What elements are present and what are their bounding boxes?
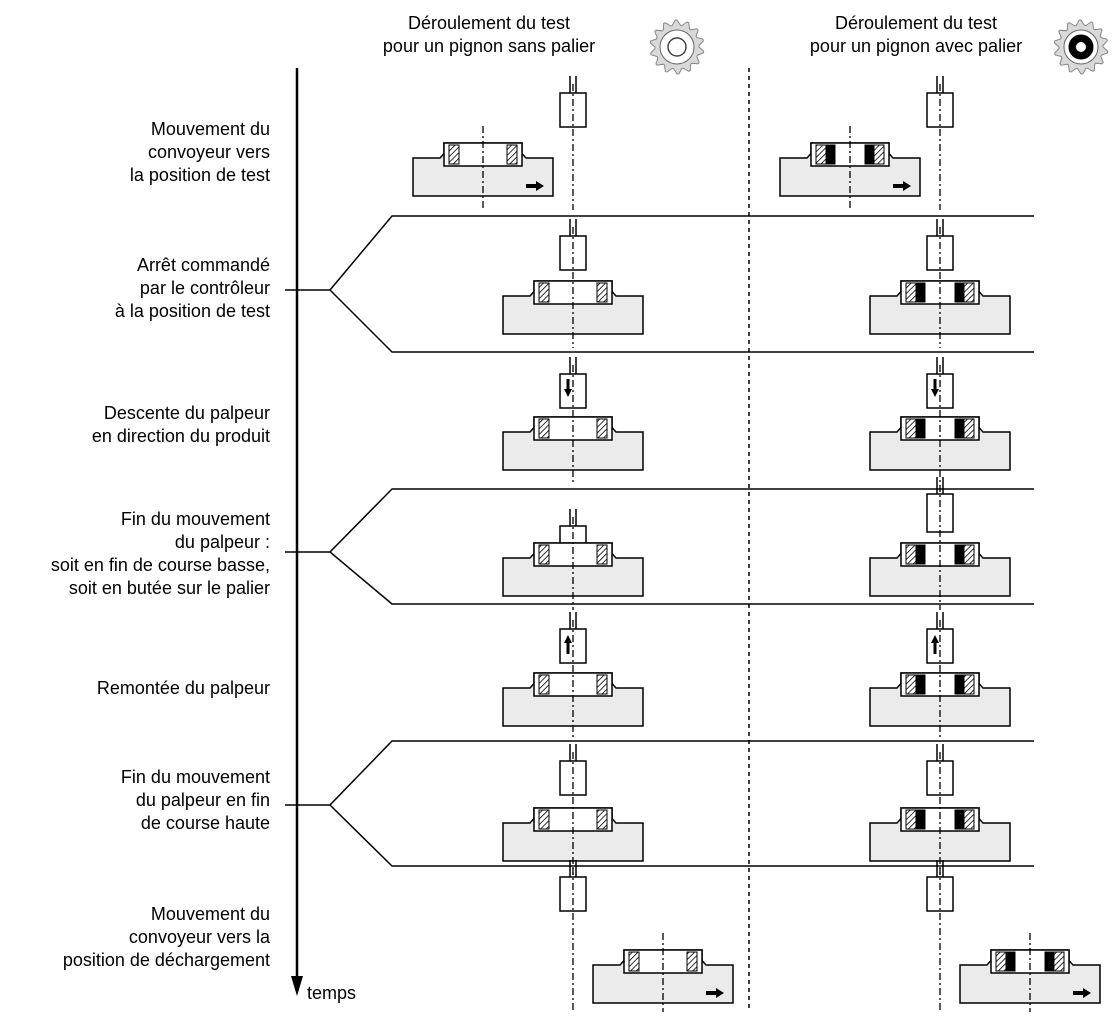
scene-endstop-without-bearing <box>502 509 644 610</box>
gear-bore <box>667 37 687 57</box>
conveyor-motion-arrow-icon <box>1073 988 1091 998</box>
conveyor <box>502 280 644 335</box>
gear-teeth-hatch <box>815 144 827 165</box>
scene-arrive-with-bearing <box>779 76 954 210</box>
gear-teeth-hatch <box>596 674 608 695</box>
bearing-section <box>864 144 875 165</box>
conveyor <box>869 672 1011 727</box>
bearing-section <box>915 544 926 565</box>
gear-teeth-hatch <box>448 144 460 165</box>
scene-endstop-with-bearing <box>869 477 1011 610</box>
gear-teeth-hatch <box>596 418 608 439</box>
column-title-without-bearing: Déroulement du test pour un pignon sans … <box>382 13 596 56</box>
scene-top-with-bearing <box>869 744 1011 875</box>
gear-teeth-hatch <box>963 809 975 830</box>
conveyor-motion-arrow-icon <box>526 181 544 191</box>
gear-teeth-hatch <box>963 544 975 565</box>
time-axis <box>291 68 303 996</box>
gear-hollow-icon <box>649 19 705 75</box>
scene-top-without-bearing <box>502 744 644 875</box>
column-title-with-bearing: Déroulement du test pour un pignon avec … <box>809 13 1023 56</box>
probe-arrow-up-icon <box>564 635 572 643</box>
scene-arrive-without-bearing <box>412 76 587 210</box>
gear-teeth-hatch <box>538 282 550 303</box>
probe-arrow-down-icon <box>931 389 939 397</box>
time-axis-arrowhead <box>291 976 303 996</box>
conveyor-motion-arrow-icon <box>893 181 911 191</box>
gear-bore <box>1075 41 1087 53</box>
bearing-section <box>915 418 926 439</box>
bearing-section <box>915 809 926 830</box>
gear-teeth-hatch <box>596 809 608 830</box>
gear-teeth-hatch <box>963 282 975 303</box>
bearing-section <box>915 674 926 695</box>
gear-teeth-hatch <box>596 282 608 303</box>
bearing-section <box>954 809 965 830</box>
probe <box>559 744 587 796</box>
bearing-section <box>954 544 965 565</box>
bearing-section <box>954 418 965 439</box>
bearing-section <box>915 282 926 303</box>
probe <box>559 219 587 271</box>
scene-descend-with-bearing <box>869 357 1011 484</box>
gear-teeth-hatch <box>873 144 885 165</box>
probe-arrow-up-icon <box>931 635 939 643</box>
bearing-section <box>954 282 965 303</box>
step-label-probe-ascent: Remontée du palpeur <box>96 678 270 698</box>
probe-arrow-down-icon <box>564 389 572 397</box>
gear-teeth-hatch <box>596 544 608 565</box>
gear-teeth-hatch <box>905 418 917 439</box>
probe-body <box>559 760 587 796</box>
gear-teeth-hatch <box>963 674 975 695</box>
panel-stop-at-test <box>285 215 1034 353</box>
probe-body <box>559 373 587 409</box>
scene-ascend-without-bearing <box>502 612 644 740</box>
gear-teeth-hatch <box>905 674 917 695</box>
gear-teeth-hatch <box>538 544 550 565</box>
gear-teeth-hatch <box>628 951 640 972</box>
scene-stop-with-bearing <box>869 219 1011 348</box>
gear-teeth-hatch <box>538 674 550 695</box>
scene-descend-without-bearing <box>502 357 644 484</box>
gear-teeth-hatch <box>995 951 1007 972</box>
bearing-section <box>825 144 836 165</box>
bearing-section <box>1005 951 1016 972</box>
scene-stop-without-bearing <box>502 219 644 348</box>
scene-ascend-with-bearing <box>869 612 1011 740</box>
scene-leave-with-bearing <box>926 860 1101 1017</box>
gear-bearing-icon <box>1053 19 1109 75</box>
gear-teeth-hatch <box>1053 951 1065 972</box>
probe <box>559 357 587 409</box>
gear-teeth-hatch <box>905 809 917 830</box>
gear-teeth-hatch <box>686 951 698 972</box>
probe-body <box>559 235 587 271</box>
gear-teeth-hatch <box>905 544 917 565</box>
panel-probe-end <box>285 488 1034 605</box>
conveyor-motion-arrow-icon <box>706 988 724 998</box>
gear-teeth-hatch <box>905 282 917 303</box>
gear-teeth-hatch <box>963 418 975 439</box>
conveyor <box>869 542 1011 597</box>
gear-teeth-hatch <box>538 418 550 439</box>
gear-teeth-hatch <box>538 809 550 830</box>
bearing-section <box>1044 951 1055 972</box>
panel-probe-top <box>285 740 1034 867</box>
time-axis-label: temps <box>307 983 357 1003</box>
gear-teeth-hatch <box>506 144 518 165</box>
scene-leave-without-bearing <box>559 860 734 1017</box>
bearing-section <box>954 674 965 695</box>
